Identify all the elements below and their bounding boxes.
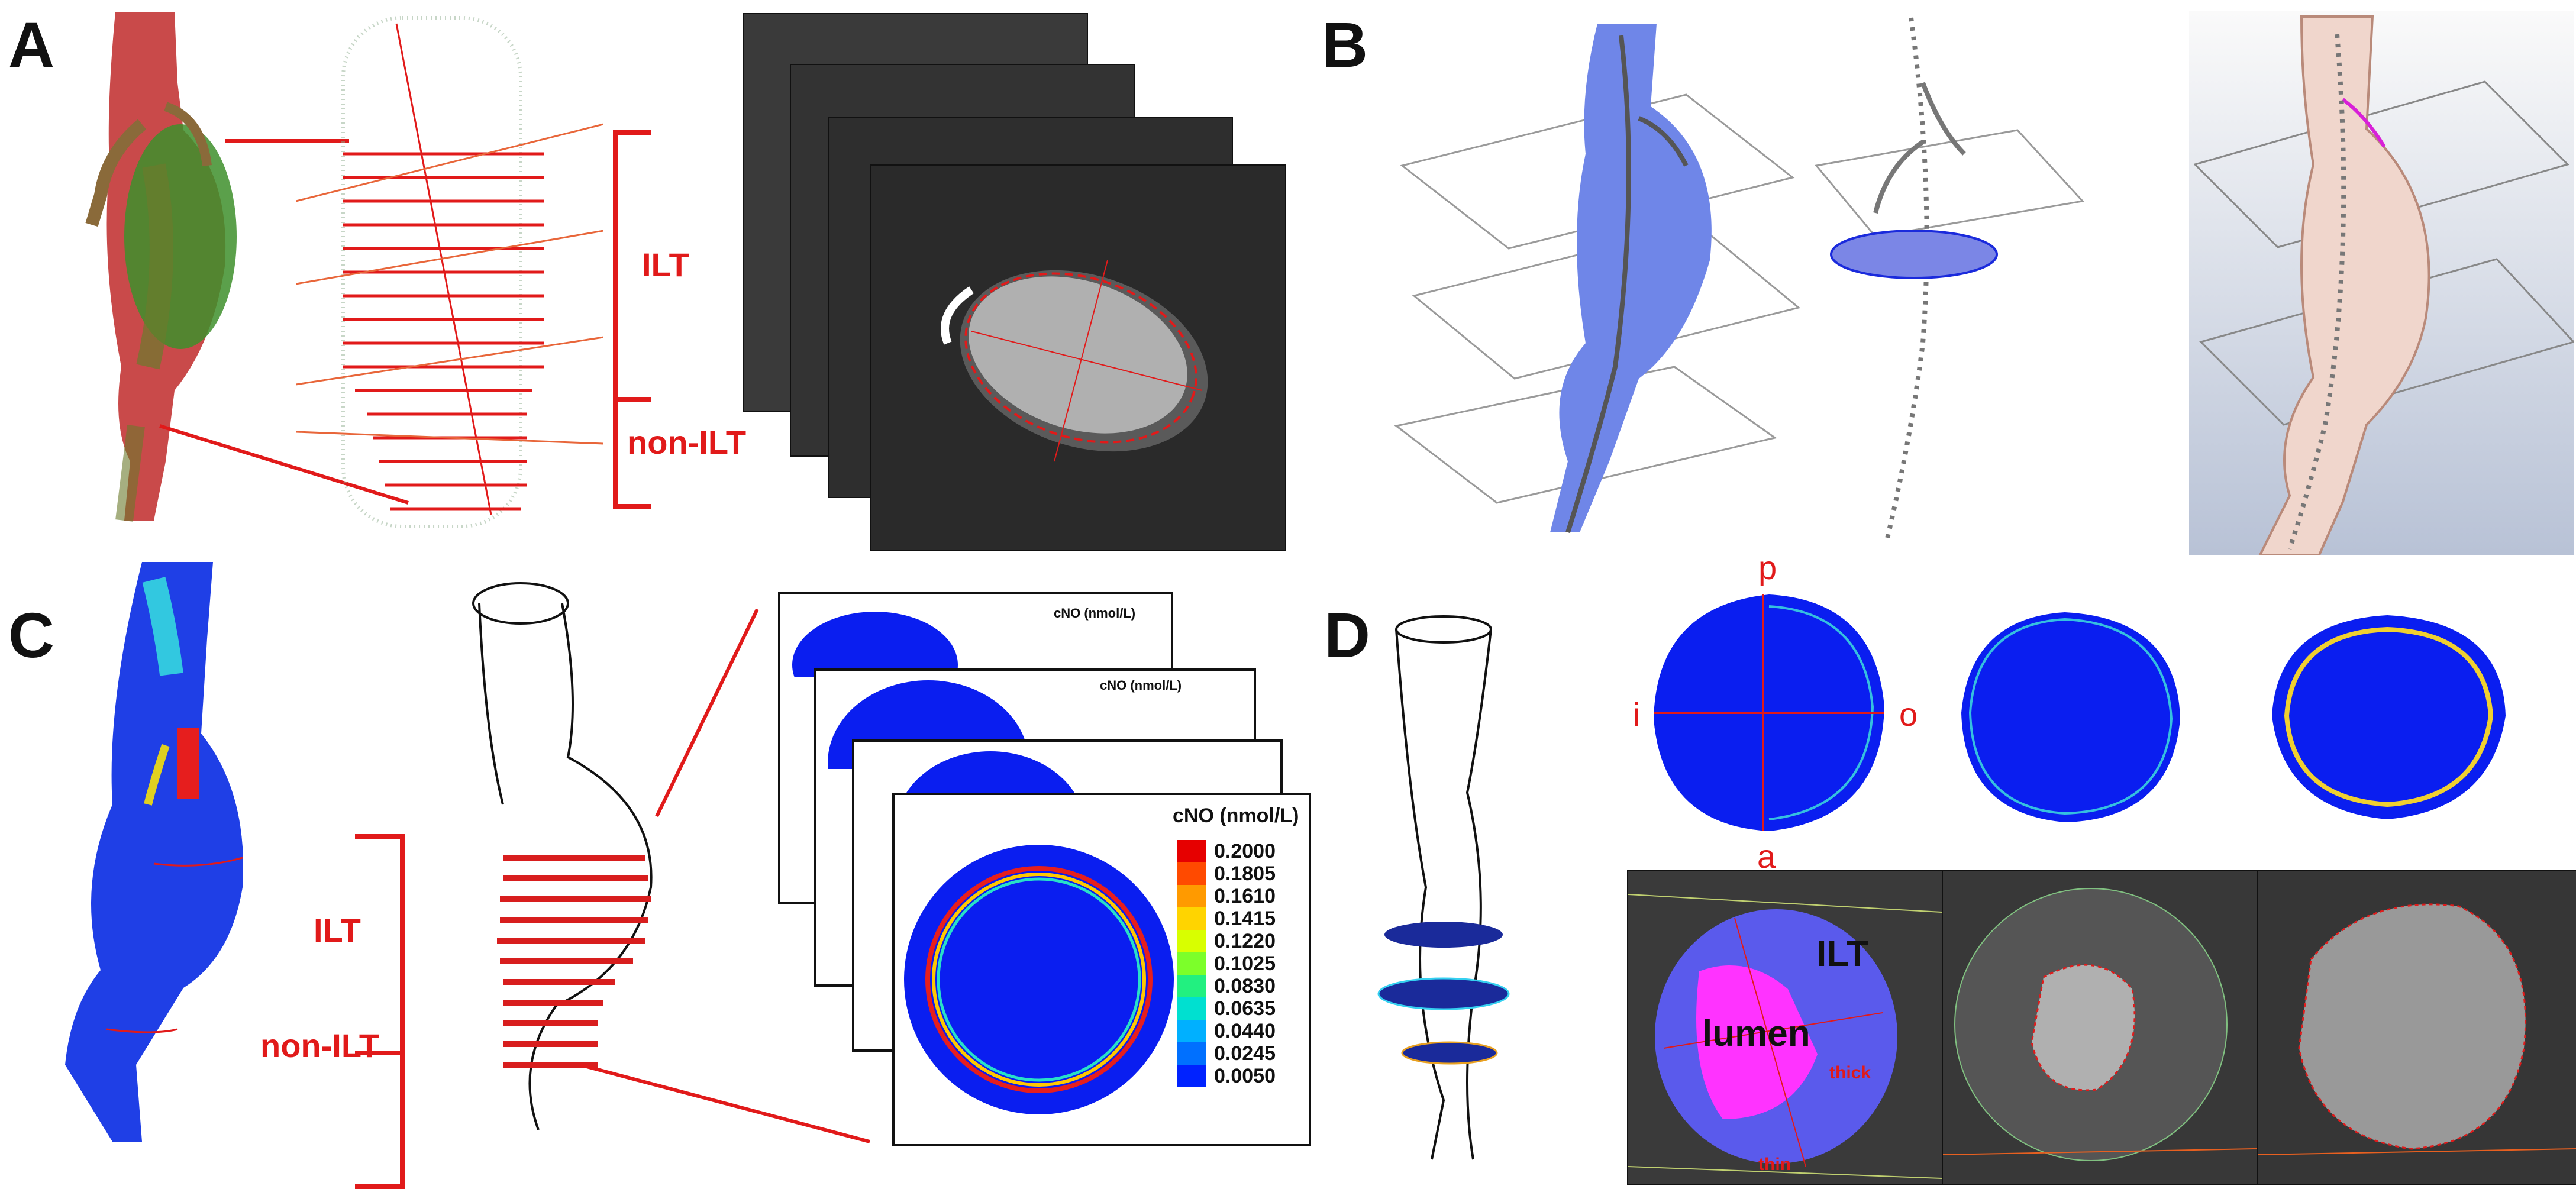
panel-b-label: B xyxy=(1322,9,1368,80)
cno-legend: cNO (nmol/L) 0.20000.18050.16100.14150.1… xyxy=(1173,804,1299,1087)
legend-value: 0.1025 xyxy=(1214,952,1276,975)
legend-swatch xyxy=(1177,997,1206,1020)
ct-slice-1 xyxy=(870,164,1286,551)
legend-swatch xyxy=(1177,1020,1206,1042)
legend-swatch xyxy=(1177,885,1206,907)
legend-value: 0.1415 xyxy=(1214,907,1276,930)
dir-i-label: i xyxy=(1633,696,1641,733)
centerline-skeleton xyxy=(1815,17,2084,539)
cno-card-4-title: cNO (nmol/L) xyxy=(1054,606,1136,621)
aorta-cno-contour xyxy=(65,562,243,1142)
panel-b: B xyxy=(1290,0,2576,556)
legend-swatch xyxy=(1177,907,1206,930)
cross-section-1 xyxy=(1654,594,1884,831)
segmentation-panel-1: ILT lumen thick thin xyxy=(1627,870,1943,1185)
legend-value: 0.1610 xyxy=(1214,885,1276,907)
segmentation-panel-3 xyxy=(2257,870,2576,1185)
panel-c: C ILT non-ILT cNO (nmol/L) cNO (nmo xyxy=(0,556,1313,1189)
dir-p-label: p xyxy=(1758,549,1777,586)
ilt-bracket-a xyxy=(613,130,651,509)
legend-value: 0.2000 xyxy=(1214,840,1276,862)
legend-value: 0.1805 xyxy=(1214,862,1276,885)
legend-value: 0.0440 xyxy=(1214,1020,1276,1042)
legend-swatch xyxy=(1177,1042,1206,1065)
legend-swatch xyxy=(1177,975,1206,997)
ilt-label-a: ILT xyxy=(642,246,689,283)
panel-a: A ILT xyxy=(0,0,1290,556)
non-ilt-label-a: non-ILT xyxy=(627,424,747,461)
segmentation-panel-2 xyxy=(1942,870,2258,1185)
aorta-slice-outline xyxy=(472,582,653,1130)
cno-cross-section xyxy=(904,845,1174,1114)
cno-card-3-title: cNO (nmol/L) xyxy=(1100,678,1182,693)
panel-a-label: A xyxy=(8,9,54,80)
thick-word: thick xyxy=(1829,1063,1871,1083)
legend-value: 0.0635 xyxy=(1214,997,1276,1020)
aorta-outline-d xyxy=(1377,615,1510,1160)
pointer-lines-a xyxy=(159,139,409,505)
lumen-word: lumen xyxy=(1702,1013,1810,1054)
point-cloud-centerline xyxy=(296,16,603,528)
ilt-label-c: ILT xyxy=(314,912,361,949)
panel-d-label: D xyxy=(1324,599,1370,671)
legend-swatch xyxy=(1177,952,1206,975)
non-ilt-label-c: non-ILT xyxy=(260,1027,380,1064)
panel-d: D p a i o ILT lumen thick xyxy=(1313,551,2576,1185)
cross-section-3 xyxy=(2272,615,2506,819)
aorta-model-blue xyxy=(1394,24,1801,534)
legend-swatch xyxy=(1177,840,1206,862)
legend-swatch xyxy=(1177,1065,1206,1087)
aorta-model-ilt xyxy=(85,12,237,522)
legend-value: 0.0050 xyxy=(1214,1065,1276,1087)
legend-value: 0.0245 xyxy=(1214,1042,1276,1065)
cross-section-2 xyxy=(1961,612,2180,822)
cad-model-view xyxy=(2189,11,2574,555)
legend-value: 0.1220 xyxy=(1214,930,1276,952)
thin-word: thin xyxy=(1758,1155,1791,1174)
pointer-lines-c xyxy=(579,608,870,1143)
dir-a-label: a xyxy=(1757,838,1776,875)
legend-swatch xyxy=(1177,930,1206,952)
legend-title: cNO (nmol/L) xyxy=(1173,804,1299,827)
ilt-word: ILT xyxy=(1816,933,1869,974)
panel-c-label: C xyxy=(8,599,54,671)
dir-o-label: o xyxy=(1899,696,1918,733)
legend-value: 0.0830 xyxy=(1214,975,1276,997)
legend-swatch xyxy=(1177,862,1206,885)
